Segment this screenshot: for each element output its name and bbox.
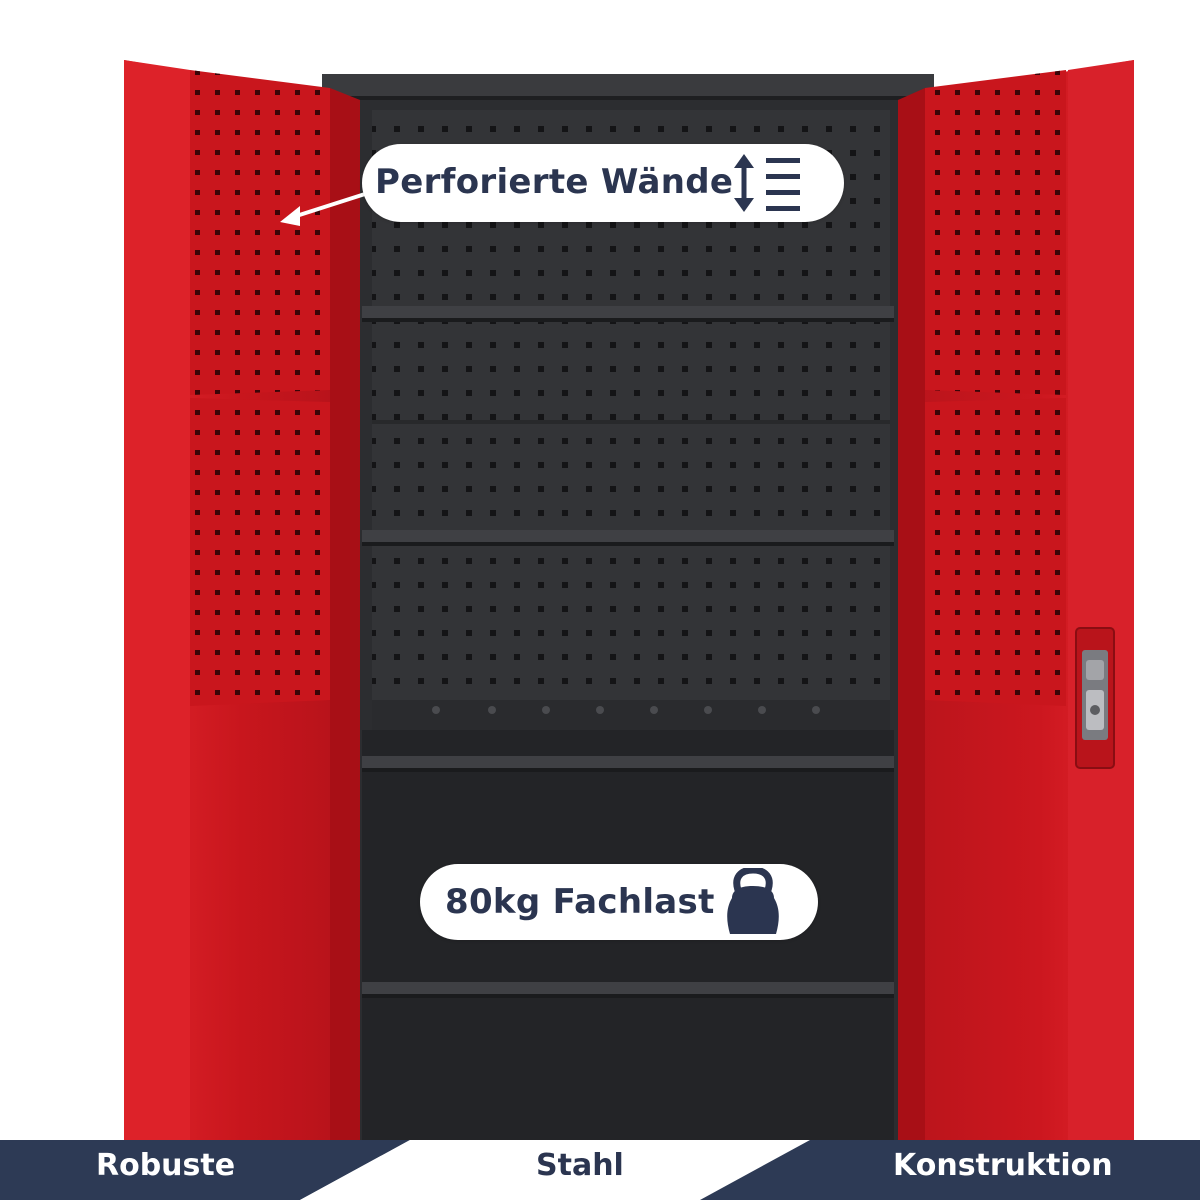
kettlebell-icon	[727, 868, 779, 934]
shelf-4	[362, 982, 894, 994]
shelf-load-text: 80kg Fachlast	[445, 882, 715, 922]
left-door	[124, 60, 360, 1140]
shelf-2	[362, 530, 894, 542]
shelves	[362, 306, 894, 998]
shelf-1	[362, 306, 894, 318]
perforated-walls-badge	[362, 144, 844, 222]
right-door	[898, 60, 1134, 1140]
footer-middle-text: Stahl	[536, 1148, 624, 1183]
footer-right-text: Konstruktion	[893, 1148, 1113, 1183]
footer-band	[0, 1140, 1200, 1200]
shelf-3	[362, 756, 894, 768]
line-spacing-icon	[734, 154, 800, 212]
footer-left-text: Robuste	[96, 1148, 236, 1183]
arrow-icon	[280, 192, 366, 226]
door-handle	[1075, 627, 1115, 769]
perforated-walls-text: Perforierte Wände	[375, 162, 734, 202]
cabinet-top	[322, 74, 934, 100]
